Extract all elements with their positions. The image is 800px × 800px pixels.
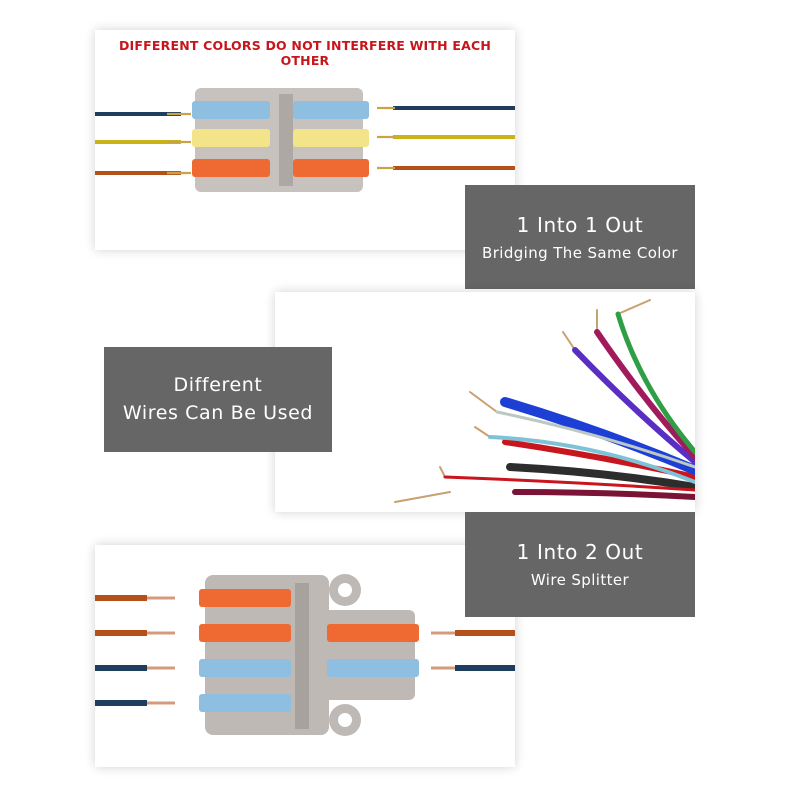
different-wires-line2: Wires Can Be Used: [122, 401, 314, 424]
color-headline: DIFFERENT COLORS DO NOT INTERFERE WITH E…: [118, 38, 491, 68]
one-into-two-subtitle: Wire Splitter: [530, 571, 630, 589]
connector-photo-one-to-two: [95, 545, 515, 767]
splitter-left-wires: [95, 595, 175, 706]
one-into-one-out-label: 1 Into 1 Out Bridging The Same Color: [465, 185, 695, 289]
connector-levers: [192, 101, 369, 177]
one-into-one-subtitle: Bridging The Same Color: [482, 243, 678, 262]
connector-photo-one-to-one: DIFFERENT COLORS DO NOT INTERFERE WITH E…: [95, 30, 515, 250]
splitter-connector-illustration: [95, 574, 515, 736]
one-into-one-title: 1 Into 1 Out: [516, 212, 644, 237]
one-to-one-connector-illustration: [95, 88, 515, 192]
wire-bundle: [394, 299, 695, 503]
splitter-right-wires: [431, 630, 515, 671]
assorted-wires-illustration: [394, 299, 695, 503]
different-wires-label: Different Wires Can Be Used: [104, 347, 332, 452]
left-wires: [95, 112, 191, 175]
one-into-two-title: 1 Into 2 Out: [516, 540, 644, 564]
different-wires-line1: Different: [173, 373, 263, 396]
one-into-two-out-label: 1 Into 2 Out Wire Splitter: [465, 512, 695, 617]
splitter-levers: [199, 589, 419, 712]
wires-photo: [275, 292, 695, 512]
right-wires: [377, 106, 515, 170]
